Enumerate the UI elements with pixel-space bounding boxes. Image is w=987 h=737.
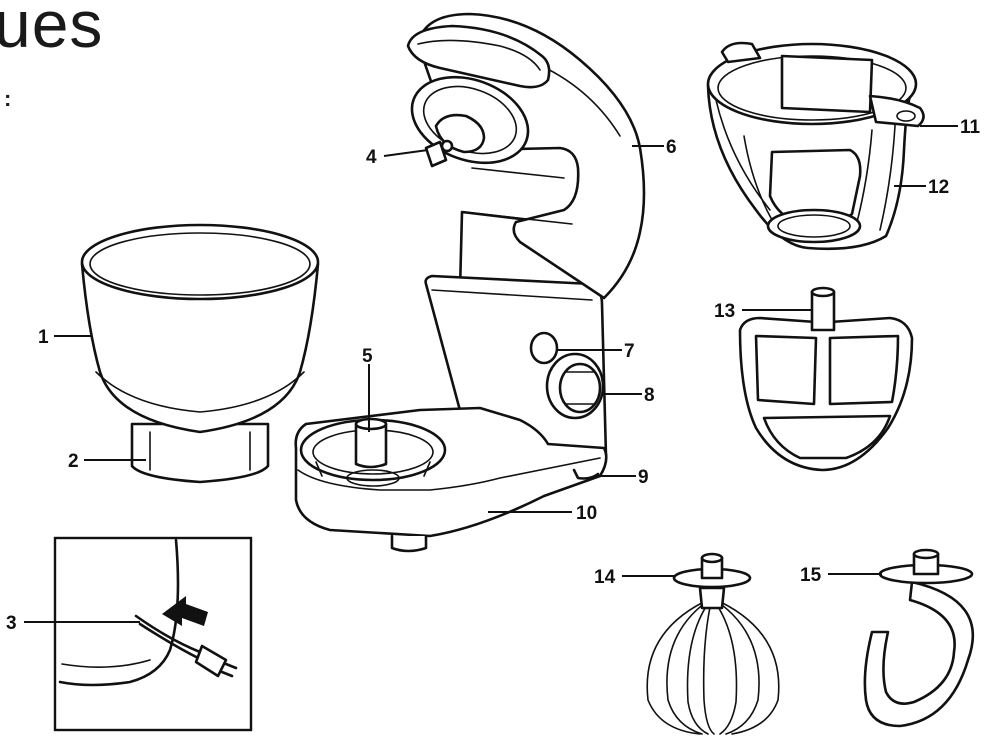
whisk-illustration xyxy=(646,552,780,735)
label-13: 13 xyxy=(714,301,735,322)
splash-guard-illustration xyxy=(706,41,925,251)
label-4: 4 xyxy=(366,147,377,168)
mixing-bowl-illustration xyxy=(80,223,320,484)
label-3: 3 xyxy=(6,613,17,634)
flat-beater-illustration xyxy=(738,286,914,472)
inset-power-cord xyxy=(53,536,253,732)
dough-hook-illustration xyxy=(863,548,975,728)
label-12: 12 xyxy=(928,177,949,198)
label-7: 7 xyxy=(624,341,635,362)
label-5: 5 xyxy=(362,346,373,367)
stand-mixer-illustration xyxy=(294,12,646,553)
label-11: 11 xyxy=(960,117,981,138)
label-9: 9 xyxy=(638,467,649,488)
page-heading: ues xyxy=(0,0,104,61)
heading-colon: : xyxy=(4,86,12,111)
leader-lines xyxy=(24,125,958,623)
label-2: 2 xyxy=(68,451,79,472)
label-14: 14 xyxy=(594,567,616,588)
label-6: 6 xyxy=(666,137,677,158)
label-10: 10 xyxy=(576,503,597,524)
label-8: 8 xyxy=(644,385,655,406)
label-1: 1 xyxy=(38,327,49,348)
label-15: 15 xyxy=(800,565,822,586)
part-labels: 1 2 3 4 5 6 7 8 9 10 11 12 13 14 15 xyxy=(6,117,981,634)
